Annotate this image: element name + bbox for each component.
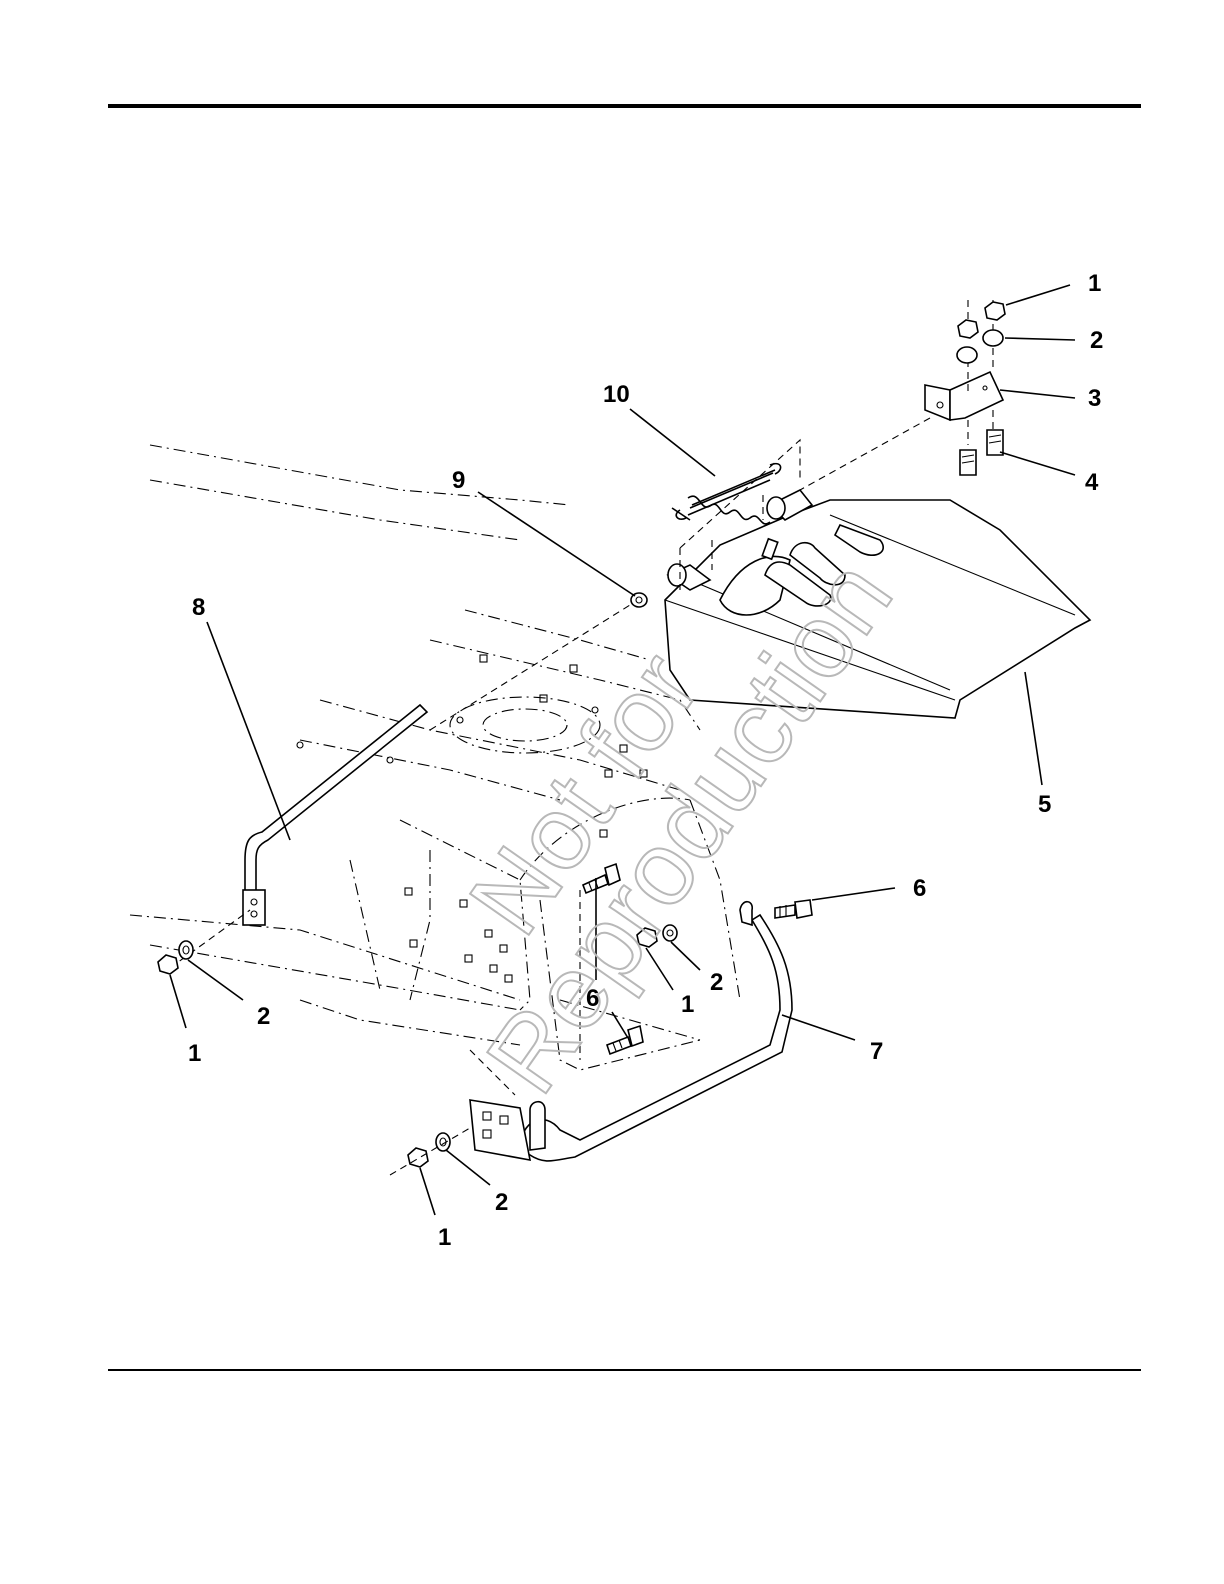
nut-washer-left	[158, 941, 193, 974]
callout-8: 8	[192, 594, 205, 621]
callout-2: 2	[495, 1189, 508, 1216]
callout-6: 6	[586, 985, 599, 1012]
bolt-upper-right	[775, 900, 812, 918]
callout-7: 7	[870, 1038, 883, 1065]
link-rod	[170, 705, 427, 968]
callout-2: 2	[257, 1003, 270, 1030]
callout-1: 1	[188, 1040, 201, 1067]
callout-1: 1	[681, 991, 694, 1018]
watermark: Not for Reproduction	[379, 480, 915, 1114]
callout-9: 9	[452, 467, 465, 494]
callout-4: 4	[1085, 469, 1099, 496]
callout-5: 5	[1038, 791, 1051, 818]
callout-2: 2	[1090, 327, 1103, 354]
callout-1: 1	[438, 1224, 451, 1251]
callout-6: 6	[913, 875, 926, 902]
callout-3: 3	[1088, 385, 1101, 412]
nut-washer-bottom	[390, 1128, 470, 1175]
callout-2: 2	[710, 969, 723, 996]
carriage-bolts-top	[960, 430, 1003, 475]
callout-1: 1	[1088, 270, 1101, 297]
callout-10: 10	[603, 381, 630, 408]
